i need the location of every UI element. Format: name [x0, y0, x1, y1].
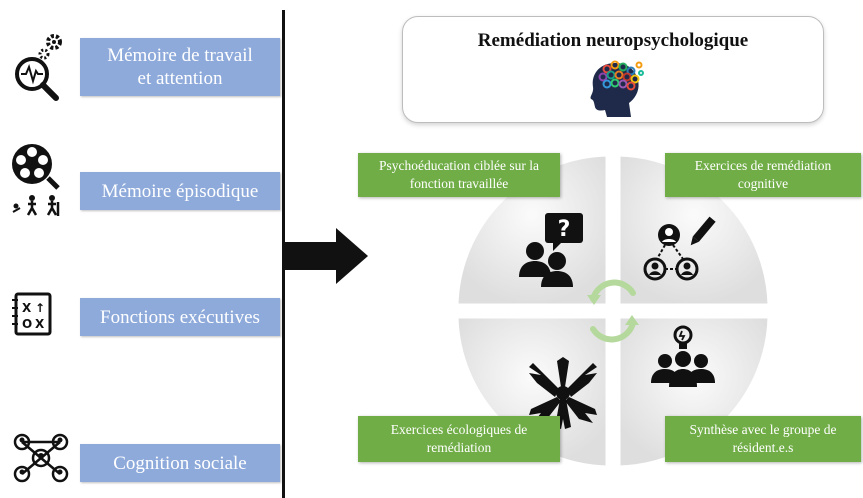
step-label-line: cognitive: [737, 176, 789, 191]
domain-label-working-memory: Mémoire de travail et attention: [80, 38, 280, 96]
social-network-icon: [13, 433, 69, 483]
divider-line: [282, 10, 285, 498]
step-label-line: résident.e.s: [732, 440, 794, 455]
svg-text:X: X: [35, 317, 45, 331]
domain-label-text: Fonctions exécutives: [100, 306, 260, 328]
page-title: Remédiation neuropsychologique: [477, 30, 749, 51]
domain-label-line: Mémoire de travail: [107, 45, 253, 66]
domain-label-text: Cognition sociale: [113, 452, 247, 474]
step-cognitive-exercises: Exercices de remédiation cognitive: [665, 153, 861, 197]
brain-head-icon: [590, 60, 644, 117]
domain-label-text: Mémoire épisodique: [101, 180, 259, 202]
film-reel-aging-icon: [12, 144, 60, 216]
svg-text:O: O: [22, 317, 32, 331]
domain-label-executive-functions: Fonctions exécutives: [80, 298, 280, 336]
step-ecological-exercises: Exercices écologiques de remédiation: [358, 416, 560, 462]
group-lightbulb-icon: [651, 325, 715, 387]
domain-label-line: et attention: [137, 68, 223, 89]
step-label-line: Exercices écologiques de: [390, 422, 528, 437]
title-card: Remédiation neuropsychologique: [402, 16, 824, 123]
step-group-synthesis: Synthèse avec le groupe de résident.e.s: [665, 416, 861, 462]
svg-text:↑: ↑: [35, 301, 45, 315]
strategy-board-icon: X ↑ O X: [12, 292, 52, 336]
magnifier-pulse-gears-icon: [15, 34, 62, 101]
domain-label-social-cognition: Cognition sociale: [80, 444, 280, 482]
step-label-line: Exercices de remédiation: [694, 158, 832, 173]
cycle-arrows-icon: [590, 279, 636, 343]
step-psychoeducation: Psychoéducation ciblée sur la fonction t…: [358, 153, 560, 197]
step-label-line: fonction travaillée: [409, 176, 509, 191]
cycle-circle: ?: [455, 153, 771, 469]
people-network-pencil-icon: [643, 216, 716, 281]
svg-text:?: ?: [558, 217, 571, 242]
right-arrow-icon: [284, 228, 368, 284]
step-label-line: Synthèse avec le groupe de: [689, 422, 837, 437]
domain-label-episodic-memory: Mémoire épisodique: [80, 172, 280, 210]
person-question-icon: ?: [519, 213, 583, 287]
step-label-line: Psychoéducation ciblée sur la: [378, 158, 540, 173]
svg-text:X: X: [22, 301, 32, 315]
step-label-line: remédiation: [426, 440, 492, 455]
